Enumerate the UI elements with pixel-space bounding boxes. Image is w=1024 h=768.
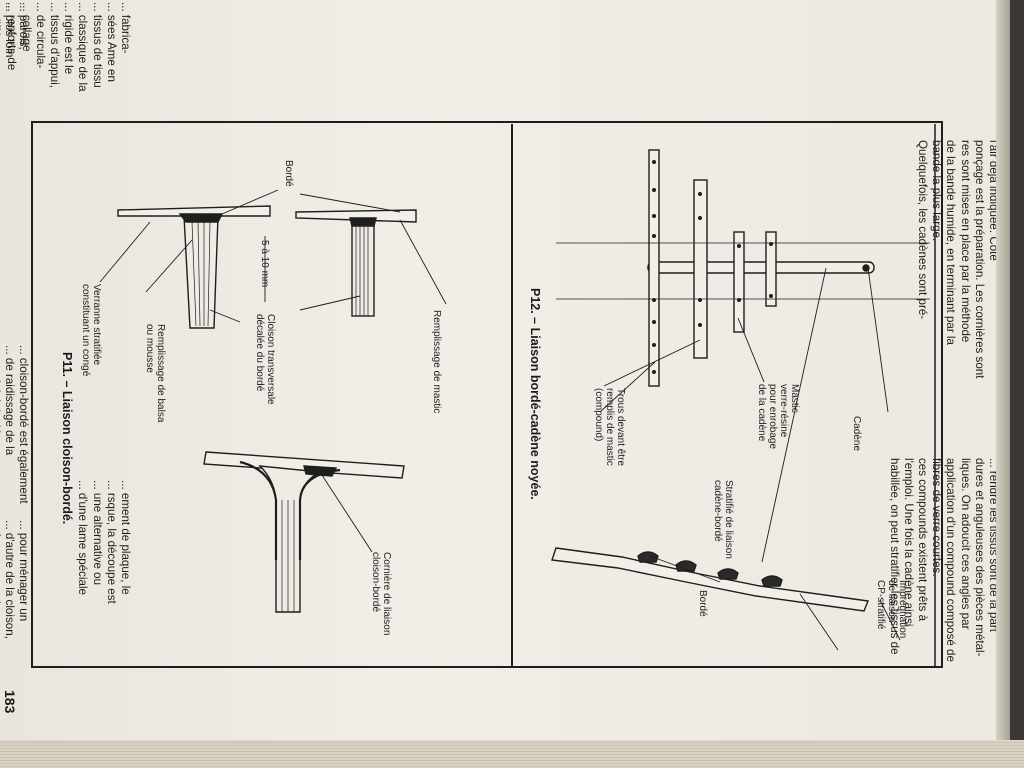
- book-spine-shadow: [996, 0, 1010, 740]
- label-remplissage-mastic: Remplissage de mastic: [431, 310, 442, 414]
- left-column-text-lower-3: ... pour ménager un... d'autre de la clo…: [0, 520, 30, 639]
- caption-p12: P12. – Liaison bordé-cadène noyée.: [528, 288, 542, 500]
- caption-p11: P11. – Liaison cloison-bordé.: [60, 352, 74, 525]
- label-trous: Trous devant être remplis de mastic (com…: [593, 388, 626, 467]
- left-column-lower-line: ... pour ménager un: [17, 520, 30, 622]
- left-column-lower-line: ... différents ren-: [0, 2, 2, 141]
- p11-drawing: [99, 189, 447, 613]
- left-column-lower-line: ... cloison-bordé est également: [17, 345, 30, 504]
- label-borde-p11: Bordé: [283, 160, 294, 187]
- label-cloison-transversale: Cloison transversale décalée du bordé: [254, 314, 276, 405]
- left-column-lower-line: ... parois,: [17, 2, 30, 50]
- label-5-10mm: 5 à 10 mm: [259, 240, 270, 288]
- label-corniere: Cornière de liaison cloison-bordé: [370, 552, 392, 636]
- left-column-lower-line: ... de raidissage de la: [2, 345, 16, 456]
- label-borde-p12: Bordé: [697, 590, 708, 617]
- page-number: 183: [2, 690, 18, 714]
- label-mastic: Mastic verre-résine pour enrobage de la …: [756, 384, 800, 450]
- label-impregnation: Imprégnation de liaison CP-stratifié: [875, 580, 908, 639]
- p12-drawing: [551, 149, 930, 651]
- label-remplissage-balsa: Remplissage de balsa ou mousse: [144, 324, 166, 423]
- left-column-lower-line: ... d'autre de la cloison,: [2, 520, 16, 639]
- page-edges: [0, 740, 1024, 768]
- label-verranne: Verranne stratifiée constituant un congé: [80, 284, 102, 377]
- left-column-lower-line: ... ont été épinglées au: [0, 345, 2, 504]
- left-column-lower-line: ... plus loin: [2, 2, 16, 58]
- left-column-text-lower-2: ... cloison-bordé est également... de ra…: [0, 345, 30, 504]
- label-stratifie: Stratifié de liaison cadène-bordé: [712, 480, 734, 559]
- left-column-lower-line: ... fermement mieux: [0, 520, 2, 639]
- left-column-text-lower: ... parois,... plus loin... différents r…: [0, 2, 30, 141]
- figure-drawings: [31, 121, 943, 668]
- book-page: ... fabrica-... sées Ame en... tissus de…: [0, 0, 1010, 740]
- label-cadene: Cadène: [851, 416, 862, 452]
